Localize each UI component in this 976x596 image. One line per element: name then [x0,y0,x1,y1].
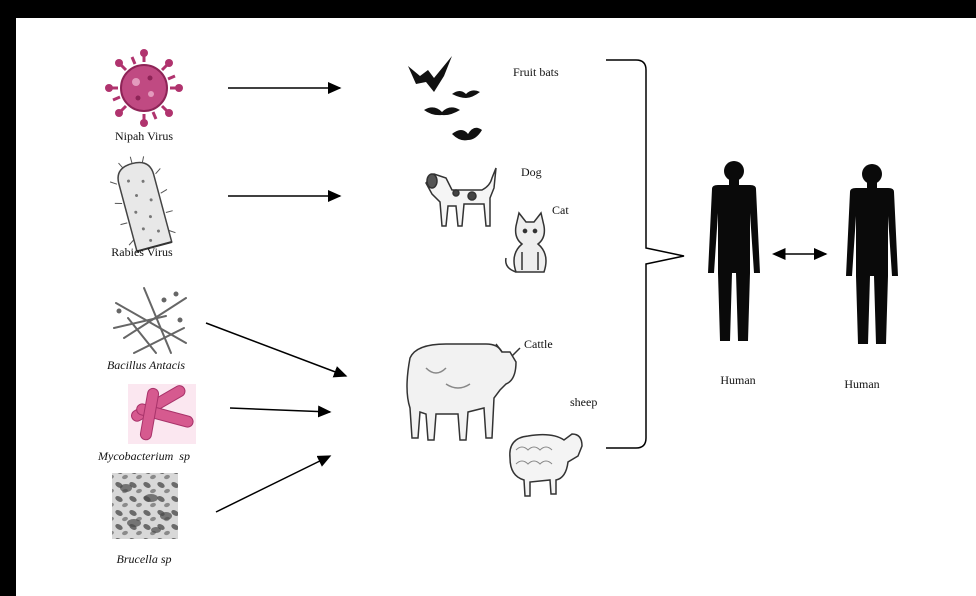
nipah-virus-icon [105,49,183,127]
diagram-frame: Nipah Virus Rabies Virus Bacillus Antaci… [16,18,976,596]
bacillus-icon [114,288,186,353]
animal-label-cat: Cat [552,203,569,217]
zoonosis-diagram: Nipah Virus Rabies Virus Bacillus Antaci… [16,18,976,596]
pathogen-label-brucella: Brucella sp [117,552,172,566]
host-label-human-1: Human [720,373,755,387]
animal-label-cattle: Cattle [524,337,553,351]
pathogen-label-bacillus: Bacillus Antacis [107,358,185,372]
sheep-icon [510,434,582,496]
mycobacterium-icon [128,384,196,444]
cattle-icon [407,344,520,440]
cat-icon [506,213,546,272]
bat-icon [408,56,482,140]
dog-icon [426,168,496,226]
human-silhouette-icon [846,164,898,344]
animal-label-fruit-bats: Fruit bats [513,65,559,79]
brucella-icon [112,473,178,539]
host-label-human-2: Human [844,377,879,391]
arrow-brucella-to-cattle [216,456,330,512]
animal-label-sheep: sheep [570,395,597,409]
pathogen-label-nipah: Nipah Virus [115,129,173,143]
arrow-mycobacterium-to-cattle [230,408,330,412]
rabies-virus-icon [104,150,180,254]
pathogen-label-mycobacterium: Mycobacterium sp [97,449,190,463]
human-silhouette-icon [708,161,760,341]
animal-label-dog: Dog [521,165,542,179]
pathogen-label-rabies: Rabies Virus [111,245,173,259]
grouping-bracket [606,60,684,448]
arrow-bacillus-to-cattle [206,323,346,376]
